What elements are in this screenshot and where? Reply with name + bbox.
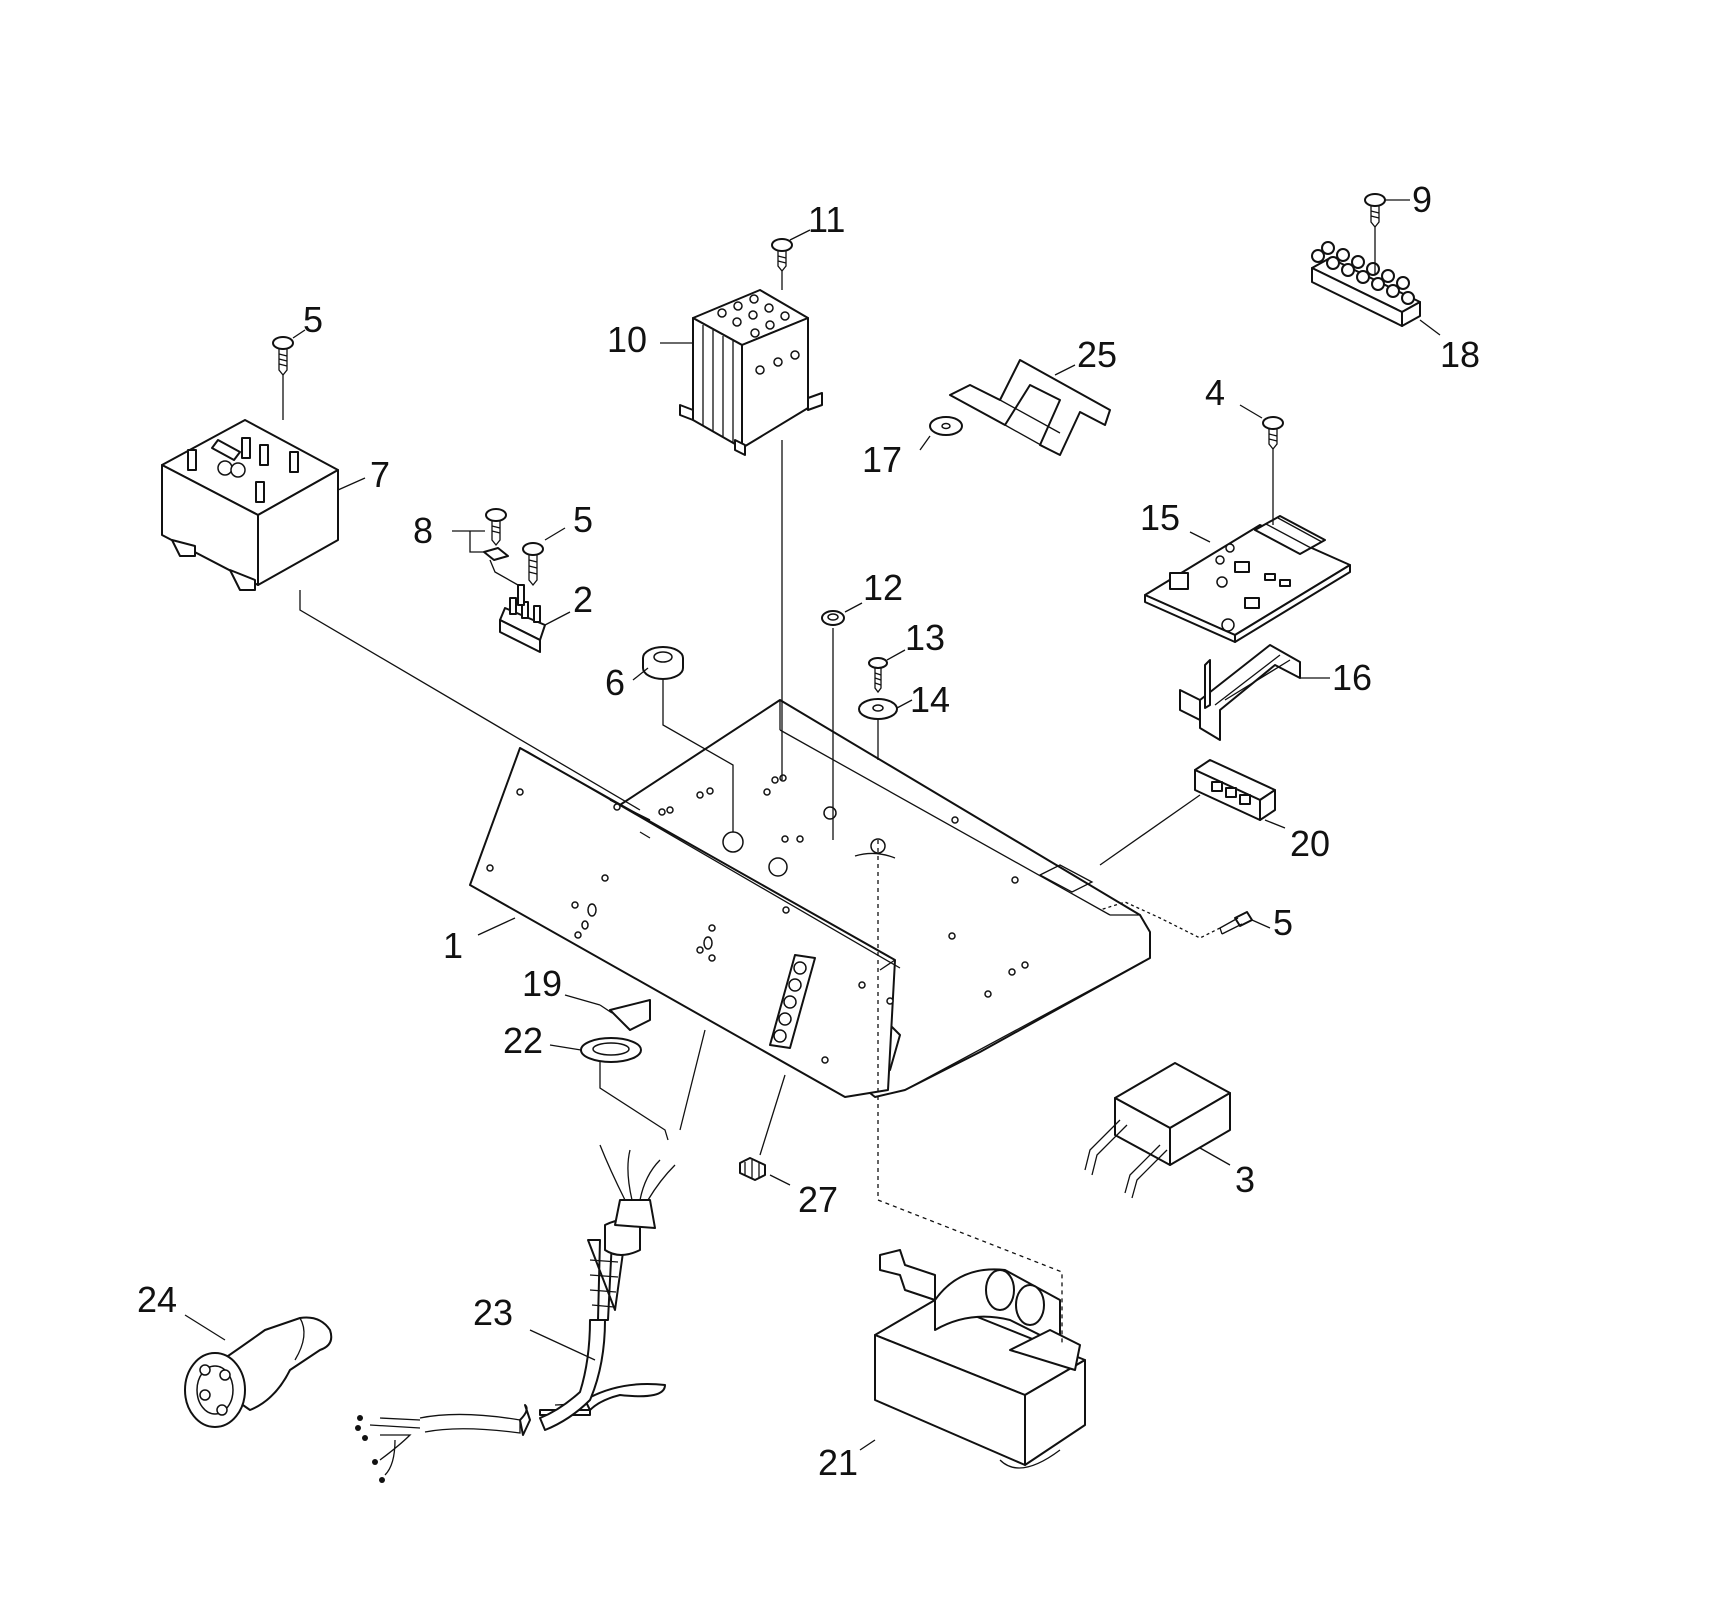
part-17-washer <box>929 416 963 436</box>
callout-14: 14 <box>910 679 950 720</box>
part-5-screw-b <box>522 542 544 587</box>
callout-23: 23 <box>473 1292 513 1333</box>
callout-22: 22 <box>503 1020 543 1061</box>
part-5-screw-c <box>1219 911 1253 935</box>
part-2-terminal-block <box>499 584 546 653</box>
part-19-cable-clip <box>599 999 651 1031</box>
callout-1: 1 <box>443 925 463 966</box>
part-13-screw <box>868 657 888 694</box>
part-11-screw <box>771 238 793 273</box>
callout-24: 24 <box>137 1279 177 1320</box>
part-25-din-rail <box>949 359 1111 456</box>
callout-19: 19 <box>522 963 562 1004</box>
part-21-ignition-transformer <box>874 1249 1086 1469</box>
part-20-connector <box>1194 759 1276 821</box>
leader-lines <box>184 199 1441 1451</box>
part-24-plug <box>184 1316 333 1428</box>
part-3-suppressor <box>1084 1062 1231 1199</box>
callout-15: 15 <box>1140 497 1180 538</box>
callout-13: 13 <box>905 617 945 658</box>
callout-5b: 5 <box>573 499 593 540</box>
callout-21: 21 <box>818 1442 858 1483</box>
callout-27: 27 <box>798 1179 838 1220</box>
callout-10: 10 <box>607 319 647 360</box>
callout-18: 18 <box>1440 334 1480 375</box>
part-10-contactor <box>679 289 823 456</box>
callout-3: 3 <box>1235 1159 1255 1200</box>
part-18-terminal-strip <box>1311 241 1421 327</box>
callout-7: 7 <box>370 454 390 495</box>
callout-labels: 1 2 3 4 5 5 5 6 7 8 9 10 11 12 13 14 15 … <box>137 179 1480 1483</box>
callout-5a: 5 <box>303 299 323 340</box>
callout-9: 9 <box>1412 179 1432 220</box>
callout-2: 2 <box>573 579 593 620</box>
part-16-board-holder <box>1179 644 1301 741</box>
callout-5c: 5 <box>1273 902 1293 943</box>
part-23-power-cable <box>355 1144 676 1483</box>
part-15-circuit-board <box>1144 515 1351 643</box>
callout-17: 17 <box>862 439 902 480</box>
callout-20: 20 <box>1290 823 1330 864</box>
part-5-screw-a <box>272 336 294 377</box>
callout-25: 25 <box>1077 334 1117 375</box>
callout-11: 11 <box>808 199 845 240</box>
part-6-cable-gland <box>642 646 684 680</box>
part-4-screw <box>1262 416 1284 451</box>
part-27-nut <box>739 1157 766 1181</box>
part-22-gasket <box>580 1037 642 1063</box>
part-8-screw-clip <box>483 508 509 561</box>
part-9-screw <box>1364 193 1386 229</box>
callout-16: 16 <box>1332 657 1372 698</box>
part-14-washer <box>858 698 898 720</box>
callout-12: 12 <box>863 567 903 608</box>
callout-6: 6 <box>605 662 625 703</box>
part-7-relay-box <box>161 419 339 591</box>
callout-4: 4 <box>1205 372 1225 413</box>
callout-8: 8 <box>413 510 433 551</box>
part-1-base-chassis <box>469 699 1151 1098</box>
part-12-grommet <box>821 610 845 626</box>
